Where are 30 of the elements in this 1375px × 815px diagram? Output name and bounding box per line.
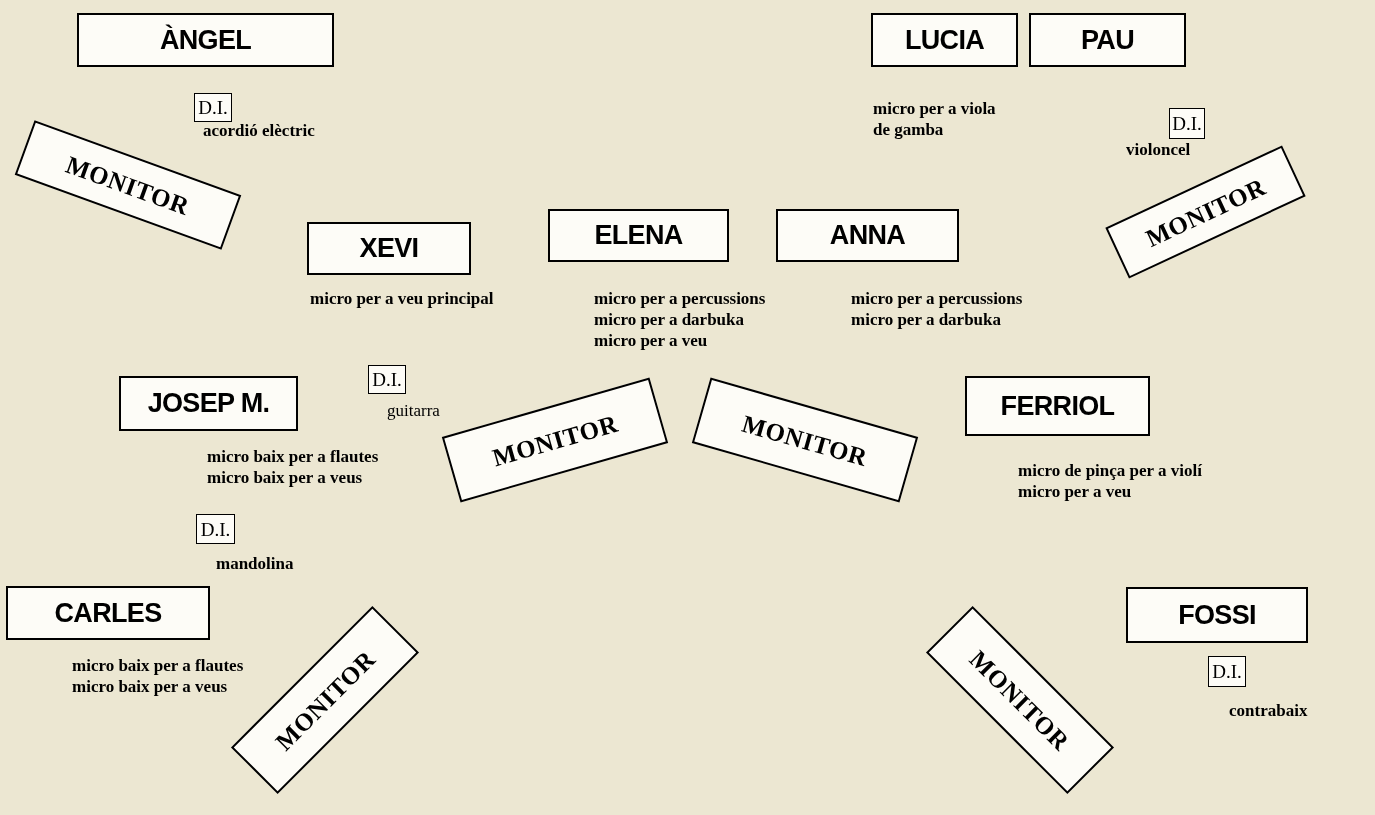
name-box: PAU (1029, 13, 1186, 67)
equipment-note: contrabaix (1229, 700, 1309, 721)
equipment-note: micro per a viola de gamba (873, 98, 997, 140)
equipment-note: micro per a percussions (594, 288, 767, 309)
equipment-note: micro per a darbuka (851, 309, 1003, 330)
equipment-note: micro de pinça per a violí (1018, 460, 1203, 481)
equipment-note: micro per a darbuka (594, 309, 746, 330)
equipment-note: micro per a veu principal (310, 288, 495, 309)
equipment-note: mandolina (216, 553, 295, 574)
name-box: JOSEP M. (119, 376, 298, 431)
di-box: D.I. (368, 365, 406, 394)
name-box: ÀNGEL (77, 13, 334, 67)
name-box: ANNA (776, 209, 959, 262)
equipment-note: micro baix per a veus (207, 467, 364, 488)
equipment-note: micro per a percussions (851, 288, 1024, 309)
name-box: FERRIOL (965, 376, 1150, 436)
name-box: CARLES (6, 586, 210, 640)
name-box: LUCIA (871, 13, 1018, 67)
di-box: D.I. (1208, 656, 1246, 687)
equipment-note: guitarra (387, 400, 441, 421)
name-box: XEVI (307, 222, 471, 275)
equipment-note: micro per a veu (1018, 481, 1133, 502)
equipment-note: micro baix per a flautes (207, 446, 380, 467)
di-box: D.I. (1169, 108, 1205, 139)
name-box: ELENA (548, 209, 729, 262)
di-box: D.I. (196, 514, 235, 544)
di-box: D.I. (194, 93, 232, 122)
equipment-note: micro per a veu (594, 330, 709, 351)
equipment-note: micro baix per a veus (72, 676, 229, 697)
name-box: FOSSI (1126, 587, 1308, 643)
